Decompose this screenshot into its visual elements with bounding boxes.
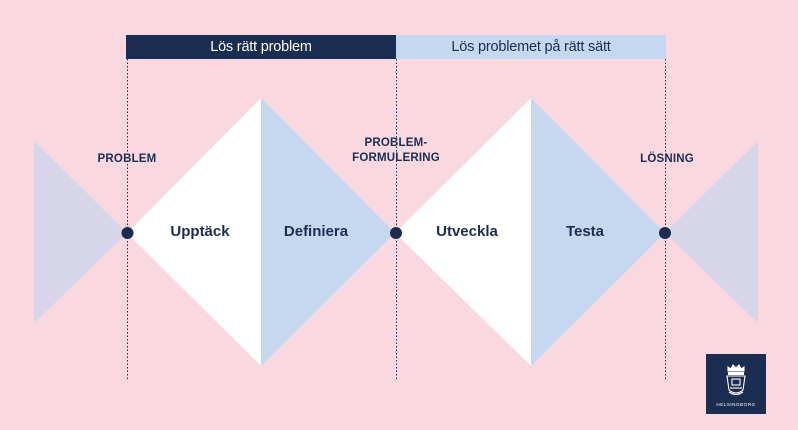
phase-label-definiera: Definiera: [283, 223, 349, 240]
city-crown-emblem-icon: [726, 364, 746, 396]
phase-label-utveckla: Utveckla: [436, 223, 498, 240]
right-fade-triangle: [665, 141, 758, 323]
dot-problem: [121, 227, 134, 239]
dot-losning: [659, 227, 671, 239]
dot-problemformulering: [390, 227, 402, 239]
stage-label-problemformulering-line1: PROBLEM-: [364, 137, 428, 149]
helsingborg-logo: HELSINGBORG: [706, 354, 766, 414]
phase-label-testa: Testa: [565, 223, 605, 240]
logo-text: HELSINGBORG: [716, 402, 756, 407]
phase-label-upptack: Upptäck: [170, 223, 230, 240]
stage-label-problemformulering: PROBLEM- FORMULERING: [343, 136, 449, 166]
stage-label-losning: LÖSNING: [640, 153, 694, 165]
diamond2-develop-half: [395, 98, 531, 366]
stage-label-problem: PROBLEM: [97, 153, 157, 165]
stage-label-problemformulering-line2: FORMULERING: [352, 152, 440, 164]
diamond1-define-half: [261, 98, 395, 366]
left-fade-triangle: [34, 141, 127, 323]
band-solve-problem-right-way: Lös problemet på rätt sätt: [396, 35, 666, 59]
band-solve-right-problem: Lös rätt problem: [126, 35, 396, 59]
diamond2-test-half: [531, 98, 665, 366]
diamond1-discover-half: [127, 98, 261, 366]
